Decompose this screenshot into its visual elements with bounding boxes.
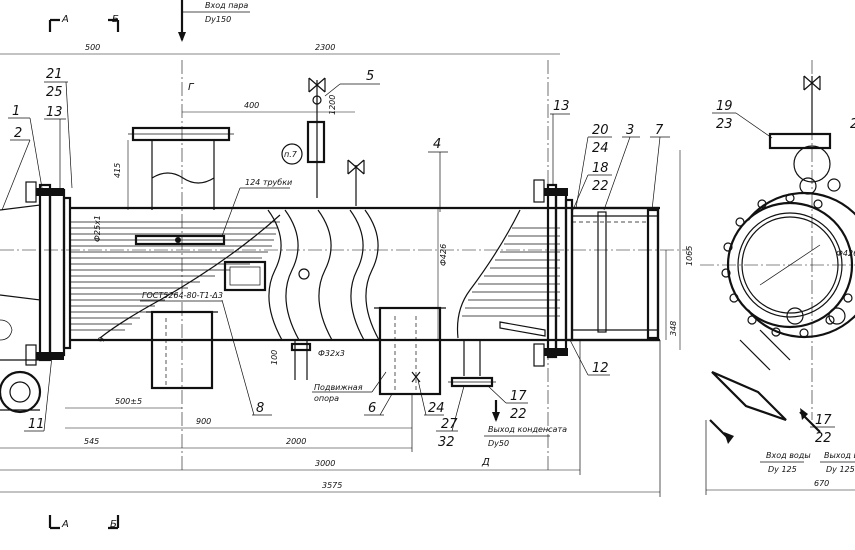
callout-7: 7 <box>655 123 664 138</box>
callout-5: 5 <box>366 69 374 84</box>
callout-13a: 13 <box>46 105 63 120</box>
steam-in-size: Dy150 <box>205 15 231 24</box>
callout-2: 2 <box>14 126 22 141</box>
callouts: 1 2 21 25 13 5 4 13 20 24 18 22 3 7 12 1… <box>1 67 670 450</box>
water-in-size: Dy 125 <box>768 465 797 474</box>
nameplate <box>223 260 267 292</box>
dim-1200: 1200 <box>328 95 337 115</box>
dim-3575: 3575 <box>322 481 342 490</box>
callout-13b: 13 <box>553 99 570 114</box>
steam-inlet-nozzle: Вход пара Dy150 415 <box>113 0 250 210</box>
notes: 124 трубки ГОСТ5264-80-Т1-Δ3 Подвижная о… <box>140 178 387 403</box>
callout-17a: 17 <box>510 389 527 404</box>
callout-6: 6 <box>368 401 376 416</box>
callout-22b: 22 <box>510 407 527 422</box>
supports <box>146 306 446 396</box>
side-dim-426: Ф426 <box>836 249 855 258</box>
section-a-bottom: А <box>61 519 69 530</box>
dim-400: 400 <box>244 101 259 110</box>
dim-1065: 1065 <box>685 246 694 266</box>
shell: п.7 <box>70 143 660 342</box>
callout-24a: 24 <box>592 141 609 156</box>
dim-25x1: Ф25х1 <box>93 215 102 242</box>
tube-bundle-right <box>456 209 560 339</box>
callout-8: 8 <box>256 401 264 416</box>
water-in-label: Вход воды <box>766 451 811 460</box>
dim-2000: 2000 <box>286 437 306 446</box>
movable-support-line1: Подвижная <box>314 383 363 392</box>
callout-25: 25 <box>46 85 63 100</box>
vent-valves <box>306 77 365 206</box>
section-marks: А Б А Б Г Д <box>48 14 490 530</box>
right-head <box>533 179 660 367</box>
callout-22a: 22 <box>592 179 609 194</box>
callout-24b: 24 <box>428 401 445 416</box>
water-out-label: Выход воды <box>824 451 855 460</box>
top-dimensions: 500 2300 400 1200 <box>0 43 560 115</box>
dim-9: 9 <box>97 337 106 342</box>
dim-500: 500 <box>85 43 100 52</box>
condensate-out-size: Dy50 <box>488 439 509 448</box>
side-view: Ф426 19 23 2 17 22 <box>705 75 855 495</box>
callout-1: 1 <box>12 104 20 119</box>
note-circle <box>281 143 303 165</box>
callout-4: 4 <box>433 137 441 152</box>
water-out-size: Dy 125 <box>826 465 855 474</box>
movable-support-line2: опора <box>314 394 339 403</box>
section-b-bottom: Б <box>110 519 117 530</box>
section-b-top: Б <box>112 14 119 25</box>
callout-20: 20 <box>592 123 609 138</box>
section-g: Г <box>188 82 195 93</box>
tubes-count-note: 124 трубки <box>245 178 292 187</box>
bottom-dimensions: 500±5 900 545 2000 3000 3575 <box>0 340 661 497</box>
callout-12: 12 <box>592 361 609 376</box>
section-a-top: А <box>61 14 69 25</box>
callout-32: 32 <box>438 435 455 450</box>
callout-21: 21 <box>46 67 63 82</box>
condensate-outlet: Ф32х3 100 Выход конденсата Dy50 <box>270 340 567 448</box>
callout-17b: 17 <box>815 413 832 428</box>
note-p7: п.7 <box>284 150 298 159</box>
callout-22c: 22 <box>815 431 832 446</box>
dim-100: 100 <box>270 350 279 365</box>
callout-3: 3 <box>626 123 634 138</box>
condensate-out-label: Выход конденсата <box>488 425 567 434</box>
dim-426: Ф426 <box>439 244 448 266</box>
callout-23: 23 <box>716 117 733 132</box>
dim-415: 415 <box>113 163 122 178</box>
dim-348: 348 <box>669 321 678 336</box>
dim-2300: 2300 <box>315 43 335 52</box>
callout-11: 11 <box>28 417 45 432</box>
steam-in-label: Вход пара <box>205 1 248 10</box>
gost-note: ГОСТ5264-80-Т1-Δ3 <box>142 291 223 300</box>
internal-dimensions: Ф25х1 Ф426 1065 348 9 <box>93 150 694 350</box>
callout-19: 19 <box>716 99 733 114</box>
dim-900: 900 <box>196 417 211 426</box>
dim-3000: 3000 <box>315 459 335 468</box>
section-d: Д <box>481 457 490 468</box>
dim-670: 670 <box>814 479 829 488</box>
tube-bundle-left <box>70 214 281 339</box>
dim-545: 545 <box>84 437 99 446</box>
left-head <box>0 181 72 414</box>
dim-500pm5: 500±5 <box>115 397 142 406</box>
callout-27: 27 <box>441 417 458 432</box>
dim-32x3: Ф32х3 <box>318 349 345 358</box>
callout-2b: 2 <box>850 117 855 132</box>
callout-18: 18 <box>592 161 609 176</box>
